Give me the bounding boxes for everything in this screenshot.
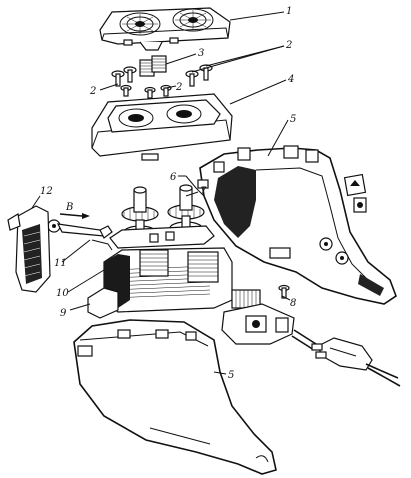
part-housing-bottom <box>73 319 277 475</box>
callout-5-bottom: 5 <box>228 370 234 381</box>
part-trimmer <box>7 205 90 293</box>
callout-7: 7 <box>200 186 207 197</box>
callout-12: 12 <box>40 186 53 197</box>
callout-5-top: 5 <box>290 114 296 125</box>
callout-2-screws-center: 2 <box>175 82 182 93</box>
callout-6: 6 <box>170 172 177 183</box>
part-springs <box>139 55 167 77</box>
callout-8: 8 <box>290 298 296 309</box>
callout-2-screws-left: 2 <box>89 86 96 97</box>
part-gears <box>109 184 215 249</box>
leader-lines <box>31 11 291 375</box>
callout-B: B <box>65 202 73 213</box>
part-lever <box>47 219 113 251</box>
part-housing-top <box>199 145 397 305</box>
callout-1: 1 <box>286 6 292 17</box>
part-wire <box>185 175 209 197</box>
callout-labels: 1 2 2 2 3 4 5 5 6 7 8 9 10 11 12 B <box>40 6 296 381</box>
part-capacitor-assembly <box>221 284 317 351</box>
part-cutter-holder <box>91 93 233 161</box>
callout-3: 3 <box>198 48 204 59</box>
callout-10: 10 <box>56 288 69 299</box>
part-cutter-cover <box>99 7 231 51</box>
callout-9: 9 <box>60 308 67 319</box>
callout-2-screws-right: 2 <box>285 40 292 51</box>
part-power-plug <box>311 337 401 387</box>
part-motor <box>87 247 233 319</box>
callout-11: 11 <box>54 258 67 269</box>
callout-4: 4 <box>287 74 294 85</box>
